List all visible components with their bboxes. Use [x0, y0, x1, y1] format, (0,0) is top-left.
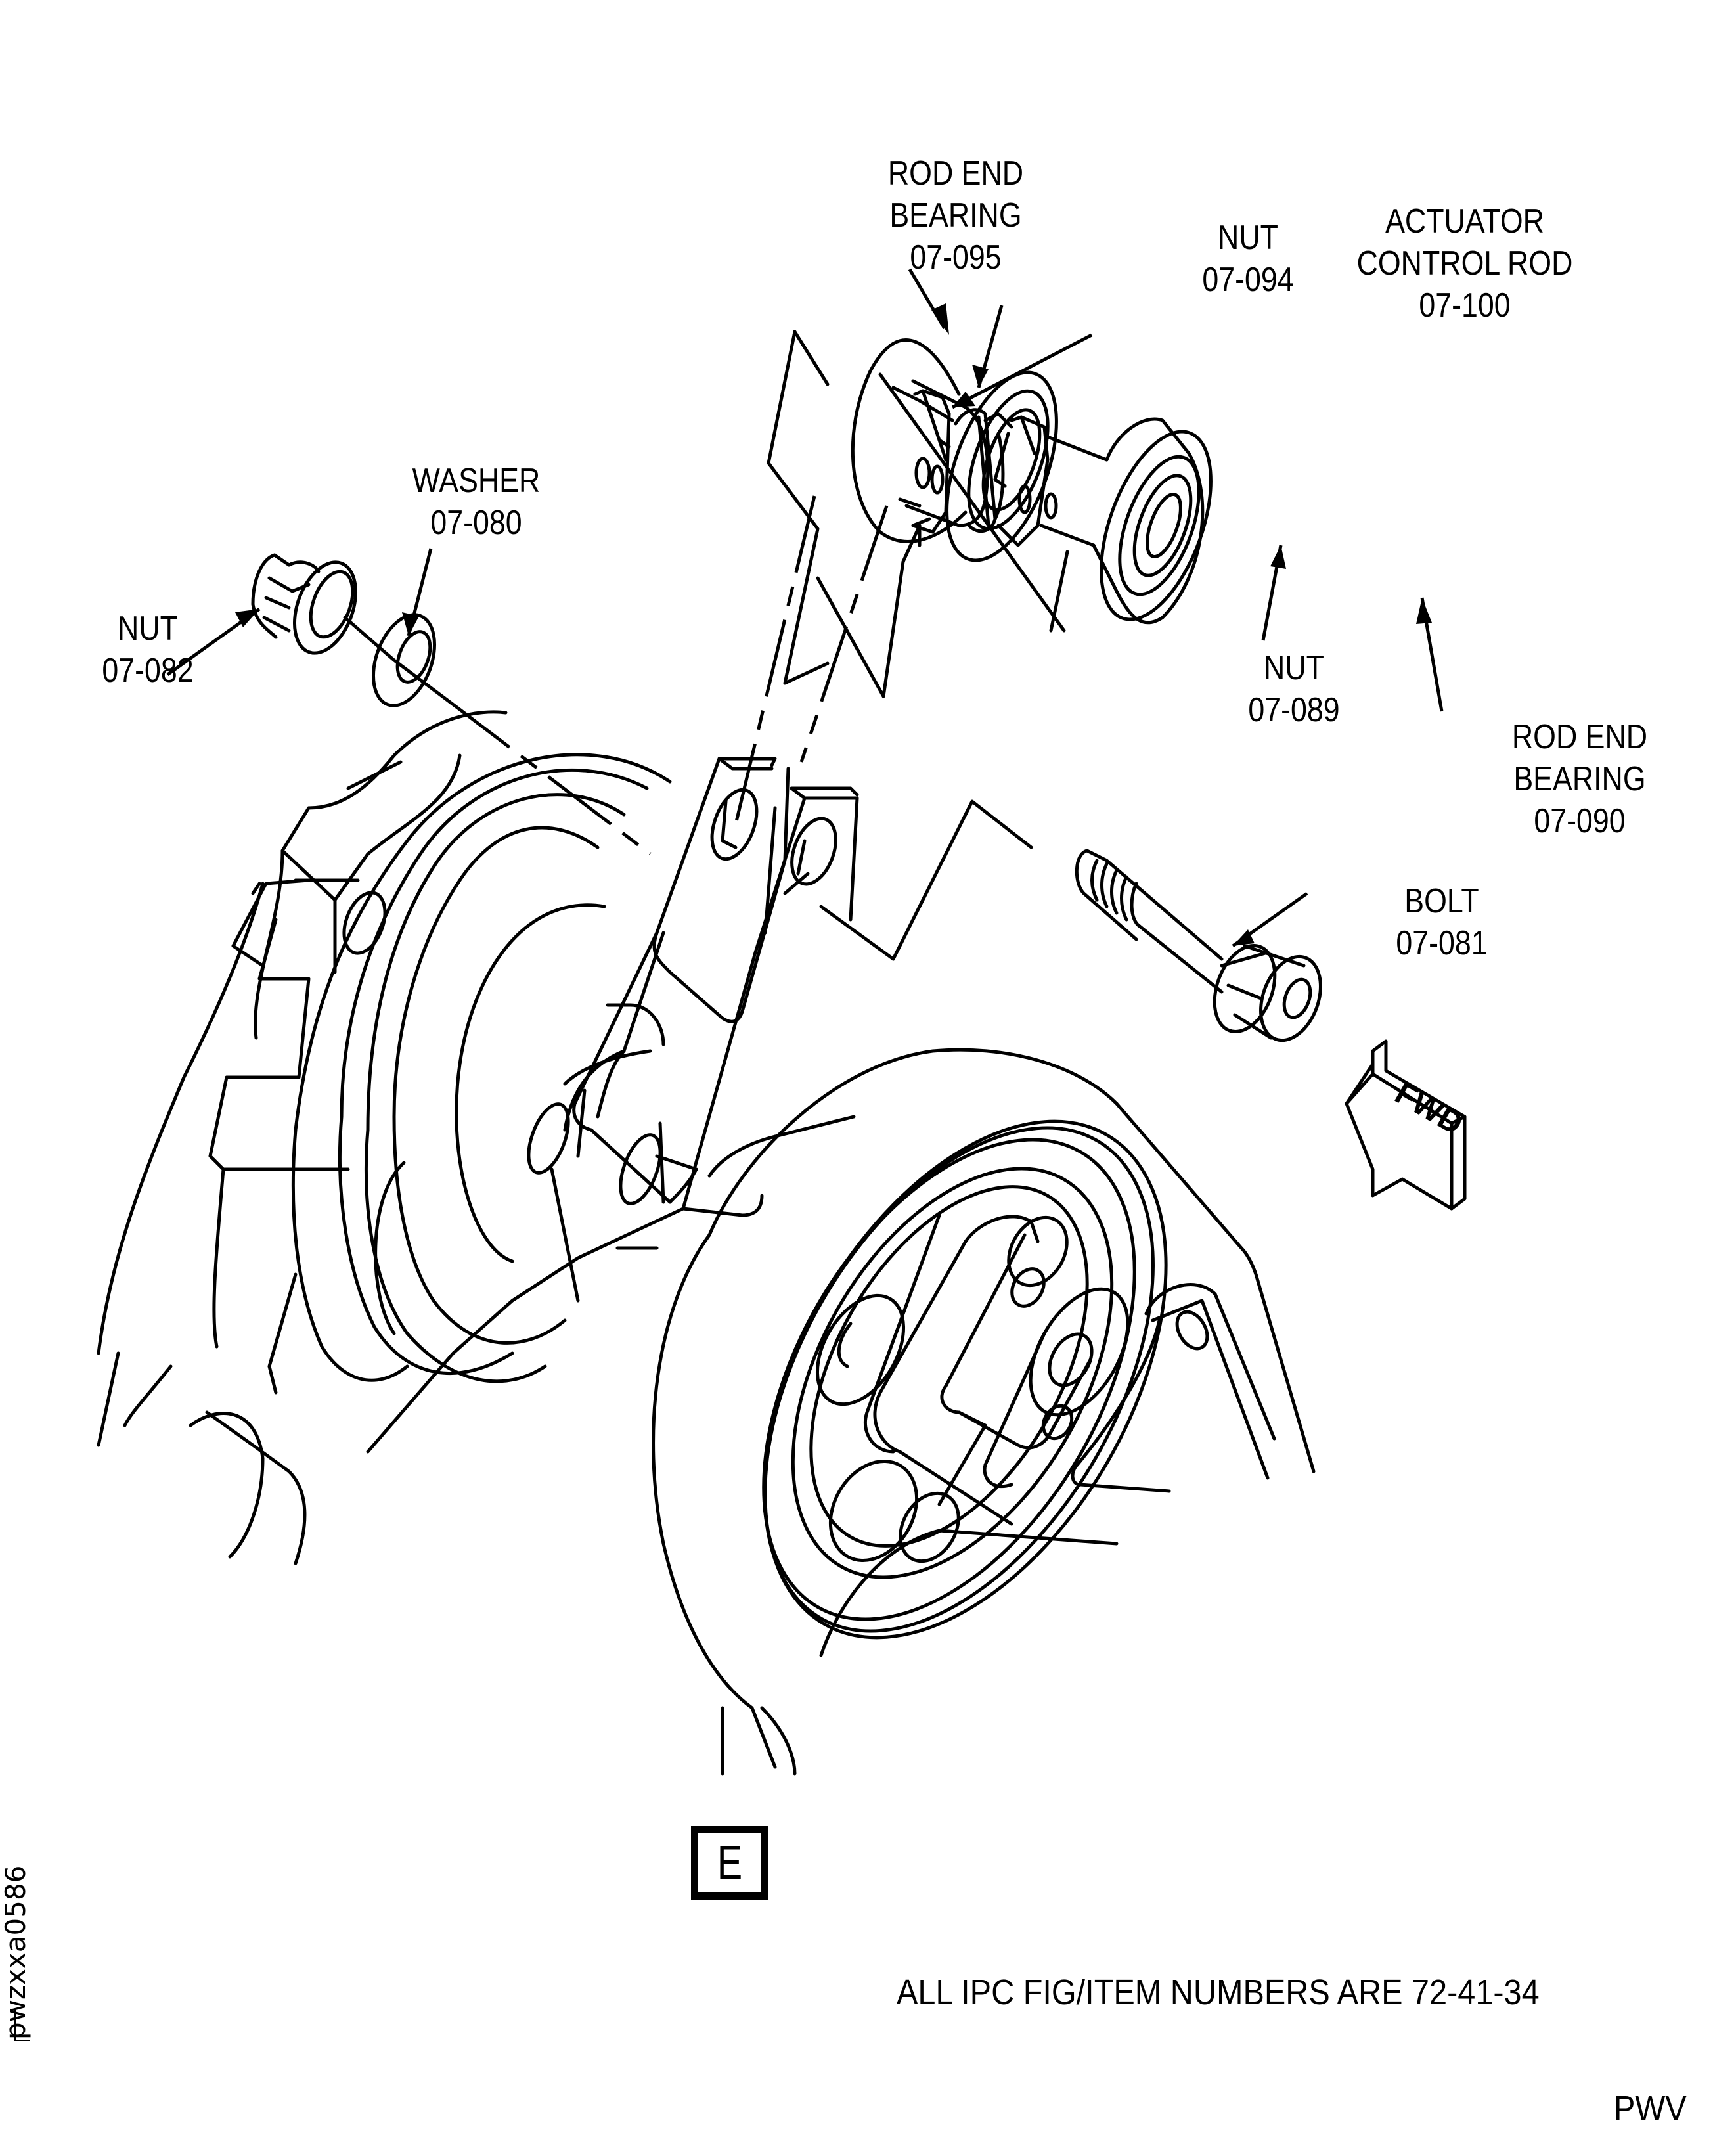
view-label: E	[717, 1837, 743, 1889]
callout-line: ACTUATOR	[1385, 202, 1544, 240]
callout-item-number: 07-095	[910, 238, 1002, 277]
callout-line: CONTROL ROD	[1356, 244, 1573, 282]
callout-item-number: 07-100	[1419, 286, 1511, 325]
callout-nut-07-082: NUT 07-082	[85, 608, 210, 692]
figure-id-bracket	[14, 2010, 16, 2041]
callout-item-number: 07-089	[1248, 691, 1340, 729]
callout-bolt-07-081: BOLT 07-081	[1379, 880, 1503, 964]
callout-rod-end-bearing-07-095: ROD END BEARING 07-095	[865, 152, 1046, 279]
callout-line: NUT	[1264, 649, 1324, 687]
callout-line: NUT	[1218, 219, 1278, 257]
callout-item-number: 07-094	[1202, 261, 1294, 299]
callout-line: BEARING	[1513, 760, 1646, 798]
figure-id-bracket	[14, 2040, 30, 2041]
callout-actuator-control-rod-07-100: ACTUATOR CONTROL ROD 07-100	[1341, 200, 1589, 326]
callout-rod-end-bearing-07-090: ROD END BEARING 07-090	[1489, 716, 1670, 842]
housing-left	[97, 710, 685, 1565]
actuator-rod-assembly	[767, 330, 1213, 698]
housing-right	[1071, 1283, 1276, 1493]
nut-and-washer	[251, 553, 652, 855]
fwd-arrow-label: FWD	[1389, 1076, 1469, 1142]
callout-line: WASHER	[412, 462, 541, 500]
callout-line: NUT	[118, 610, 178, 648]
figure-id: pwzxxa0586	[0, 1865, 32, 2040]
drive-flange	[652, 1048, 1316, 1776]
footer-note: ALL IPC FIG/ITEM NUMBERS ARE 72-41-34	[897, 1973, 1540, 2012]
callout-item-number: 07-090	[1534, 802, 1626, 840]
view-label-box: E	[691, 1826, 768, 1900]
callout-item-number: 07-082	[102, 652, 194, 690]
callout-line: ROD END	[1511, 718, 1648, 756]
callout-line: BOLT	[1404, 882, 1479, 920]
callout-washer-07-080: WASHER 07-080	[397, 460, 556, 544]
callout-nut-07-094: NUT 07-094	[1191, 217, 1304, 301]
assembly-centerlines	[734, 495, 1033, 961]
bolt-drawing	[1075, 849, 1322, 1042]
lever-bracket	[527, 757, 859, 1303]
callout-item-number: 07-081	[1396, 924, 1488, 962]
callout-line: ROD END	[887, 154, 1024, 192]
fwd-direction-arrow: FWD	[1345, 1039, 1469, 1211]
footer-code: PWV	[1614, 2089, 1687, 2128]
callout-item-number: 07-080	[430, 504, 522, 542]
callout-line: BEARING	[889, 196, 1022, 235]
callout-nut-07-089: NUT 07-089	[1237, 647, 1350, 731]
leader-lines	[166, 268, 1444, 948]
